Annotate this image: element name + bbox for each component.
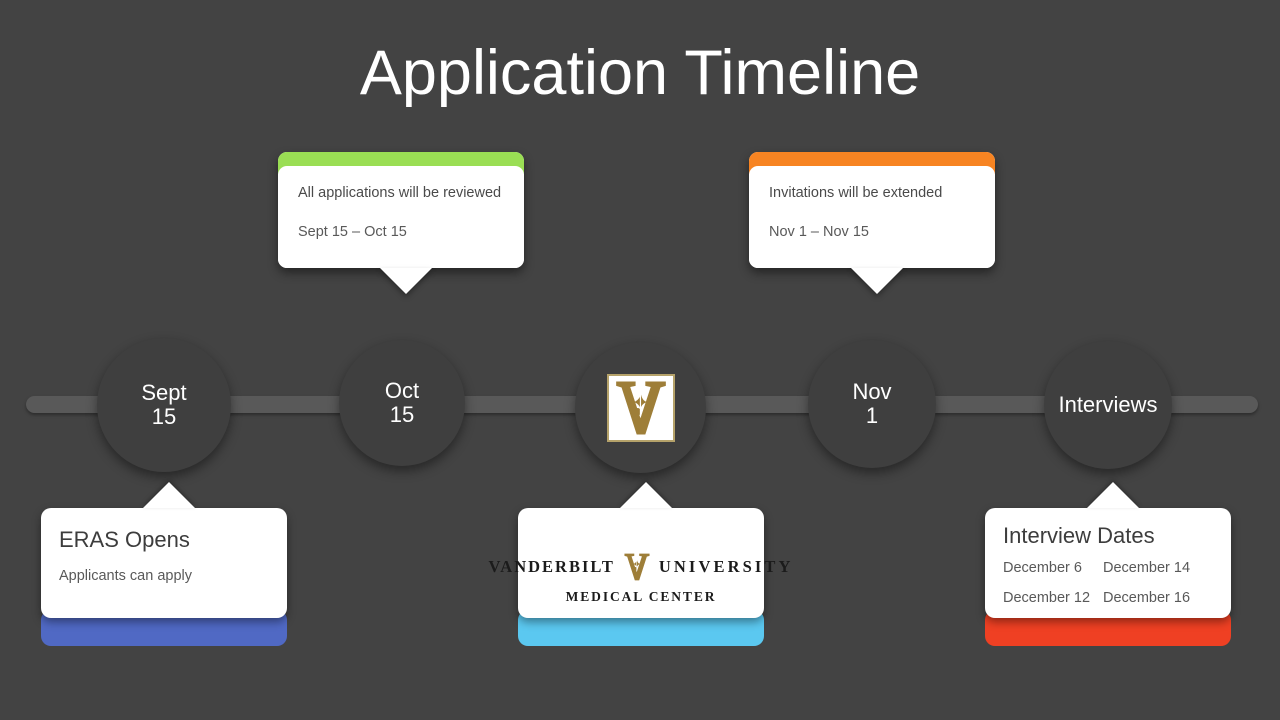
card-tail-icon: [620, 482, 672, 508]
card-subtext: Applicants can apply: [59, 568, 192, 584]
callout-invitations-extended[interactable]: Invitations will be extended Nov 1 – Nov…: [749, 152, 995, 294]
timeline-node-logo[interactable]: [575, 342, 706, 473]
wordmark-medical-center: MEDICAL CENTER: [565, 589, 717, 604]
vanderbilt-v-icon: [606, 373, 675, 442]
page-title: Application Timeline: [359, 38, 921, 108]
node-sept-15-line1: Sept: [141, 379, 187, 405]
callout-tail-icon: [380, 268, 432, 294]
card-interview-dates[interactable]: Interview Dates December 6 December 14 D…: [985, 482, 1231, 646]
card-eras-opens[interactable]: ERAS Opens Applicants can apply: [41, 482, 287, 646]
wordmark-vanderbilt: VANDERBILT: [488, 557, 615, 576]
card-heading: ERAS Opens: [59, 527, 190, 552]
callout-line-1: Invitations will be extended: [769, 185, 943, 201]
card-heading: Interview Dates: [1003, 523, 1155, 548]
wordmark-university: UNIVERSITY: [658, 557, 794, 576]
node-oct-15-line1: Oct: [384, 377, 420, 403]
card-panel: VANDERBILT UNIVERSITY MEDICAL CENTER: [489, 482, 790, 618]
callout-applications-reviewed[interactable]: All applications will be reviewed Sept 1…: [278, 152, 524, 294]
interview-date: December 12: [1003, 590, 1091, 606]
timeline-node-interviews[interactable]: Interviews: [1044, 341, 1172, 469]
callout-line-2: Nov 1 – Nov 15: [769, 224, 869, 240]
interview-date: December 6: [1003, 560, 1082, 576]
timeline-node-oct-15[interactable]: Oct 15: [339, 340, 465, 466]
vanderbilt-v-icon-small: [622, 552, 652, 582]
card-tail-icon: [1087, 482, 1139, 508]
card-tail-icon: [143, 482, 195, 508]
interview-dates-grid: December 6 December 14 December 12 Decem…: [1003, 553, 1213, 613]
callout-tail-icon: [851, 268, 903, 294]
timeline-node-sept-15[interactable]: Sept 15: [97, 338, 231, 472]
interview-dates-row: December 6 December 14: [1003, 553, 1213, 583]
card-vanderbilt-logo[interactable]: VANDERBILT UNIVERSITY MEDICAL CENTER: [489, 482, 790, 646]
node-nov-1-line2: 1: [865, 403, 879, 428]
callout-line-1: All applications will be reviewed: [298, 185, 502, 201]
node-interviews-label: Interviews: [1058, 391, 1158, 417]
callout-body: All applications will be reviewed Sept 1…: [278, 166, 524, 294]
interview-date: December 14: [1103, 560, 1191, 576]
callout-body: Invitations will be extended Nov 1 – Nov…: [749, 166, 995, 294]
timeline-node-nov-1[interactable]: Nov 1: [808, 340, 936, 468]
interview-dates-row: December 12 December 16: [1003, 583, 1213, 613]
node-oct-15-line2: 15: [389, 402, 415, 427]
interview-date: December 16: [1103, 590, 1191, 606]
callout-line-2: Sept 15 – Oct 15: [298, 224, 407, 240]
node-nov-1-line1: Nov: [852, 378, 892, 404]
vanderbilt-wordmark: VANDERBILT UNIVERSITY MEDICAL CENTER: [489, 552, 790, 605]
card-panel: Interview Dates December 6 December 14 D…: [985, 482, 1231, 618]
card-panel: ERAS Opens Applicants can apply: [41, 482, 287, 618]
node-sept-15-line2: 15: [151, 404, 177, 429]
